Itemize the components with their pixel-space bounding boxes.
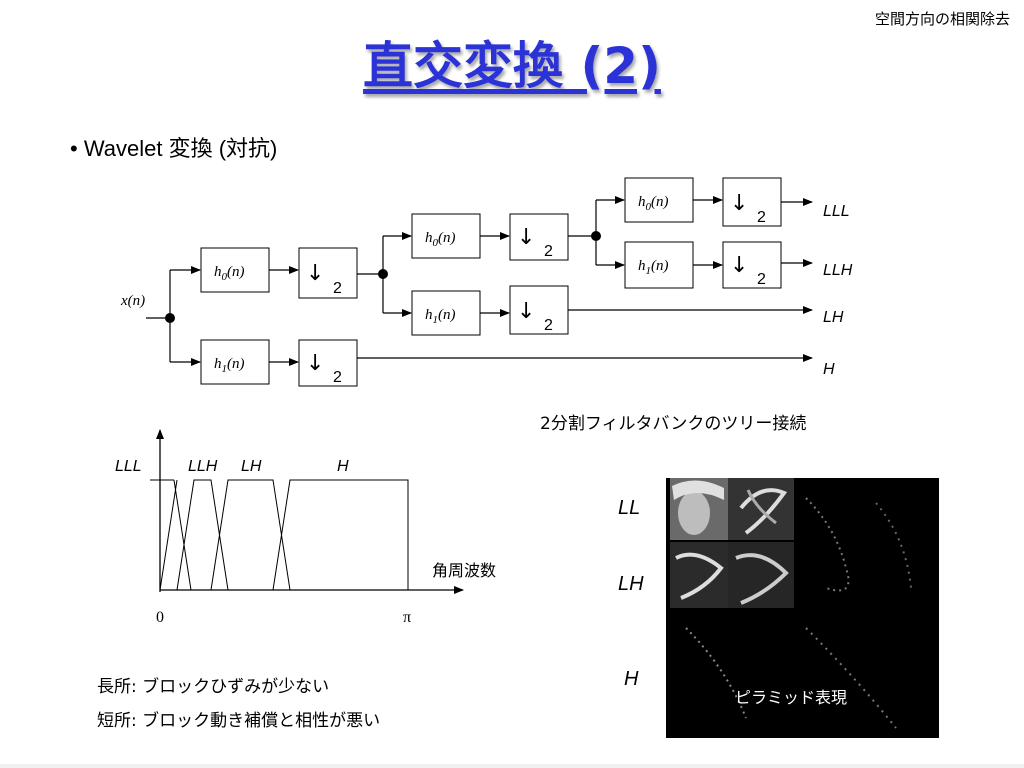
demerit-text: 短所: ブロック動き補償と相性が悪い [97, 711, 381, 731]
svg-text:2: 2 [544, 243, 553, 260]
downsample-level3-high: ↓ 2 [722, 241, 782, 289]
svg-text:2: 2 [333, 369, 342, 386]
bullet-wavelet: • Wavelet 変換 (対抗) [70, 136, 278, 161]
filter-h1-level3: h1(n) [624, 241, 694, 289]
downsample-level2-low: ↓ 2 [509, 213, 569, 261]
pyramid-image [666, 478, 939, 738]
svg-text:2: 2 [757, 209, 766, 226]
band-label-llh: LLH [188, 458, 218, 475]
filter-h1-level2: h1(n) [411, 290, 481, 336]
band-label-lh: LH [241, 458, 262, 475]
pyramid-label-h: H [624, 668, 639, 690]
filter-h0-level1: h0(n) [200, 247, 270, 293]
svg-text:↓: ↓ [730, 253, 748, 278]
svg-text:2: 2 [544, 317, 553, 334]
svg-text:↓: ↓ [306, 261, 324, 286]
section-label: 空間方向の相関除去 [874, 10, 1010, 28]
x-axis-label: 角周波数 [432, 561, 496, 580]
svg-text:↓: ↓ [730, 191, 748, 216]
svg-text:h1(n): h1(n) [214, 356, 245, 375]
output-lll: LLL [823, 203, 850, 220]
footer-bar [0, 764, 1024, 768]
output-llh: LLH [823, 262, 853, 279]
band-label-lll: LLL [115, 458, 142, 475]
x-axis-end: π [403, 609, 411, 626]
pyramid-decomposition-picture [670, 478, 912, 729]
filter-h1-level1: h1(n) [200, 339, 270, 385]
input-label: x(n) [120, 293, 145, 309]
svg-text:h0(n): h0(n) [214, 264, 245, 283]
downsample-level1-low: ↓ 2 [298, 247, 358, 299]
svg-text:h1(n): h1(n) [425, 307, 456, 326]
x-axis-start: 0 [156, 609, 164, 626]
pros-cons: 長所: ブロックひずみが少ない 短所: ブロック動き補償と相性が悪い [97, 670, 380, 738]
downsample-level3-low: ↓ 2 [722, 177, 782, 227]
pyramid-label-ll: LL [618, 497, 641, 519]
svg-text:h1(n): h1(n) [638, 258, 669, 277]
filter-h0-level2: h0(n) [411, 213, 481, 259]
band-label-h: H [337, 458, 349, 475]
output-h: H [823, 361, 835, 378]
svg-text:↓: ↓ [517, 225, 535, 250]
svg-text:2: 2 [333, 280, 342, 297]
svg-text:↓: ↓ [517, 299, 535, 324]
pyramid-caption: ピラミッド表現 [735, 688, 848, 707]
frequency-band-plot [150, 429, 464, 594]
diagram-caption: 2分割フィルタバンクのツリー接続 [540, 414, 807, 434]
filter-h0-level3: h0(n) [624, 177, 694, 223]
svg-text:h0(n): h0(n) [425, 230, 456, 249]
downsample-level2-high: ↓ 2 [509, 285, 569, 335]
output-lh: LH [823, 309, 844, 326]
pyramid-label-lh: LH [618, 573, 644, 595]
svg-text:2: 2 [757, 271, 766, 288]
svg-text:↓: ↓ [306, 351, 324, 376]
downsample-level1-high: ↓ 2 [298, 339, 358, 387]
svg-text:h0(n): h0(n) [638, 194, 669, 213]
merit-text: 長所: ブロックひずみが少ない [97, 677, 330, 697]
slide-title: 直交変換 (2) [363, 37, 661, 95]
